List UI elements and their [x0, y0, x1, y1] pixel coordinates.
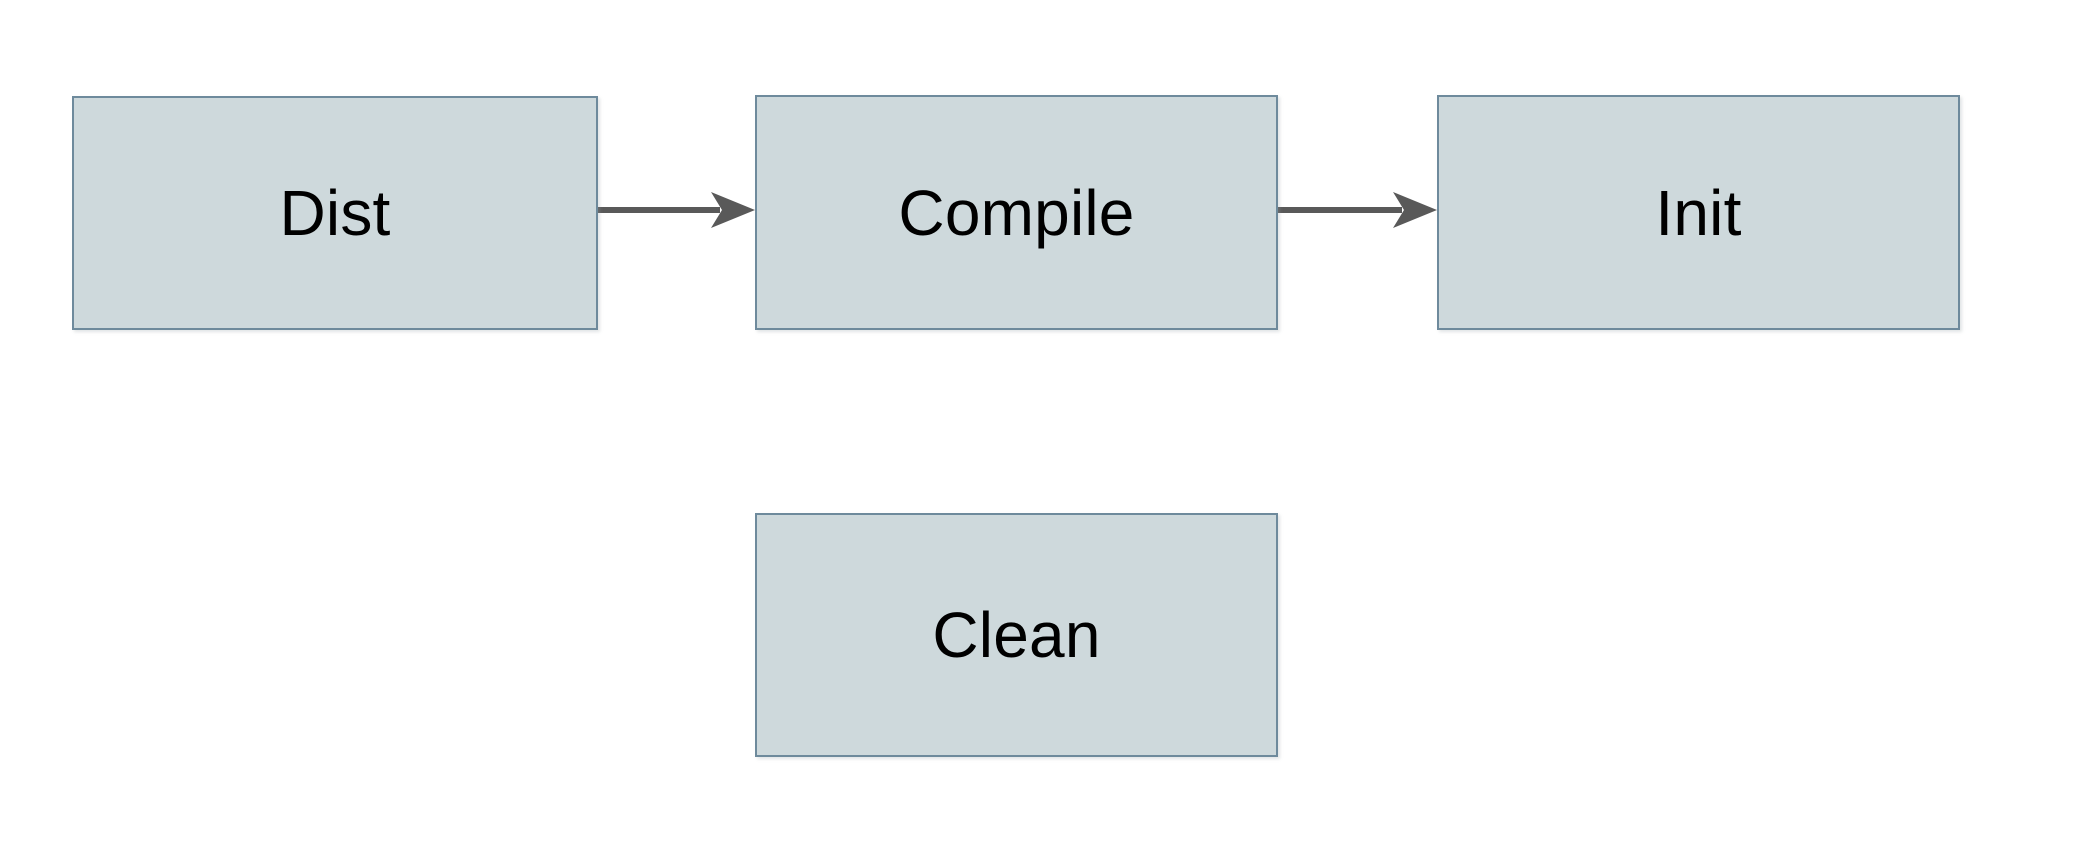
node-label: Clean [932, 599, 1101, 671]
node-init[interactable]: Init [1437, 95, 1960, 330]
node-label: Compile [898, 176, 1135, 249]
node-label: Init [1655, 176, 1742, 249]
node-compile[interactable]: Compile [755, 95, 1278, 330]
node-label: Dist [279, 177, 391, 249]
arrowhead-icon [1393, 192, 1437, 228]
edge-dist-to-compile[interactable] [598, 190, 755, 230]
edge-compile-to-init[interactable] [1278, 190, 1437, 230]
node-clean[interactable]: Clean [755, 513, 1278, 757]
node-dist[interactable]: Dist [72, 96, 598, 330]
arrowhead-icon [711, 192, 755, 228]
